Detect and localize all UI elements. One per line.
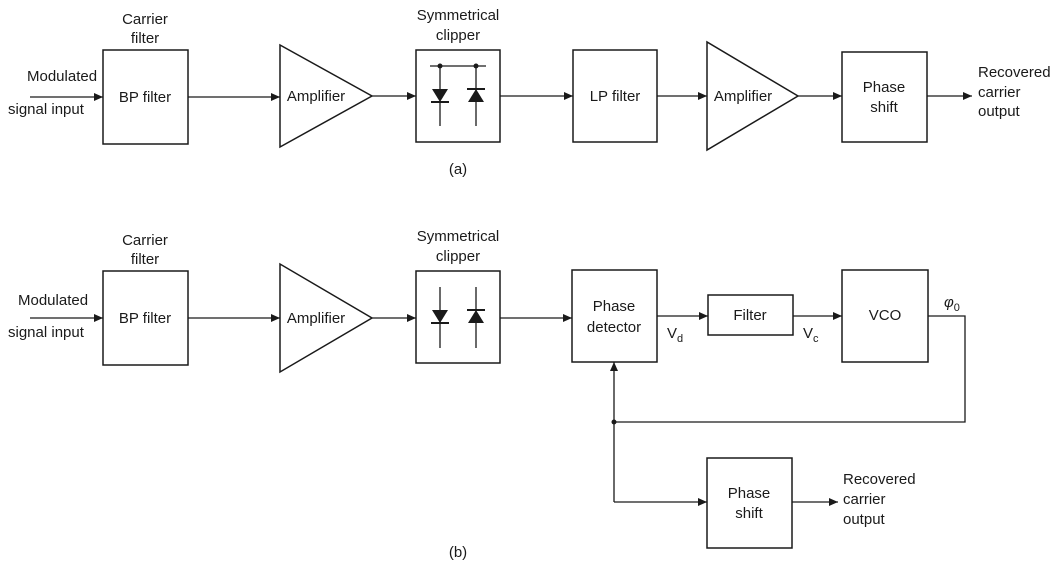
vc-label: Vc bbox=[803, 325, 819, 345]
output-label-line1: Recovered bbox=[978, 64, 1051, 81]
bp-filter-label-b: BP filter bbox=[119, 310, 171, 327]
clipper-title-line2-b: clipper bbox=[436, 248, 480, 265]
amplifier-triangle-b bbox=[279, 262, 374, 374]
phase-shift-box-b bbox=[706, 457, 793, 549]
phi-label: φ0 bbox=[944, 294, 960, 314]
clipper-box bbox=[415, 49, 501, 143]
lp-filter-box bbox=[572, 49, 658, 143]
amplifier-2-triangle bbox=[706, 40, 800, 152]
phase-detector-label-line2: detector bbox=[587, 319, 641, 336]
amplifier-label-b: Amplifier bbox=[287, 310, 345, 327]
output-label-line1-b: Recovered bbox=[843, 471, 916, 488]
phase-shift-label-line1-b: Phase bbox=[728, 485, 771, 502]
output-label-line3: output bbox=[978, 103, 1021, 120]
bp-filter-box-b bbox=[102, 270, 189, 366]
clipper-diode-circuit bbox=[430, 63, 486, 126]
amplifier-1-triangle bbox=[279, 43, 374, 149]
diagram-a: Modulated signal input Carrier filter BP… bbox=[8, 7, 1051, 178]
caption-a: (a) bbox=[449, 161, 467, 178]
clipper-title-line1: Symmetrical bbox=[417, 7, 500, 24]
clipper-title-line2: clipper bbox=[436, 27, 480, 44]
bp-filter-title-line1: Carrier bbox=[122, 232, 168, 249]
clipper-title-line1-b: Symmetrical bbox=[417, 228, 500, 245]
phase-shift-box-a bbox=[841, 51, 928, 143]
clipper-box-b bbox=[415, 270, 501, 364]
phase-shift-label-line2-b: shift bbox=[735, 505, 763, 522]
phase-detector-label-line1: Phase bbox=[593, 298, 636, 315]
phase-detector-box bbox=[571, 269, 658, 363]
bp-filter-title-line1: Carrier bbox=[122, 11, 168, 28]
amplifier-1-label: Amplifier bbox=[287, 88, 345, 105]
amplifier-2-label: Amplifier bbox=[714, 88, 772, 105]
loop-filter-box bbox=[707, 294, 794, 336]
bp-filter-label: BP filter bbox=[119, 89, 171, 106]
phase-shift-label-line1: Phase bbox=[863, 79, 906, 96]
diagram-b: Modulated signal input Carrier filter BP… bbox=[8, 228, 966, 561]
output-label-line2: carrier bbox=[978, 84, 1021, 101]
input-label-line1: Modulated bbox=[18, 292, 88, 309]
input-label-line2: signal input bbox=[8, 101, 85, 118]
vco-label: VCO bbox=[869, 307, 902, 324]
output-label-line3-b: output bbox=[843, 511, 886, 528]
bp-filter-title-line2: filter bbox=[131, 251, 159, 268]
vd-label: Vd bbox=[667, 325, 683, 345]
lp-filter-label: LP filter bbox=[590, 88, 641, 105]
output-label-line2-b: carrier bbox=[843, 491, 886, 508]
input-label-line1: Modulated bbox=[27, 68, 97, 85]
phase-shift-label-line2: shift bbox=[870, 99, 898, 116]
bp-filter-title-line2: filter bbox=[131, 30, 159, 47]
feedback-wire bbox=[614, 315, 966, 423]
clipper-diode-circuit-b bbox=[431, 287, 485, 348]
loop-filter-label: Filter bbox=[733, 307, 766, 324]
input-label-line2: signal input bbox=[8, 324, 85, 341]
caption-b: (b) bbox=[449, 544, 467, 561]
